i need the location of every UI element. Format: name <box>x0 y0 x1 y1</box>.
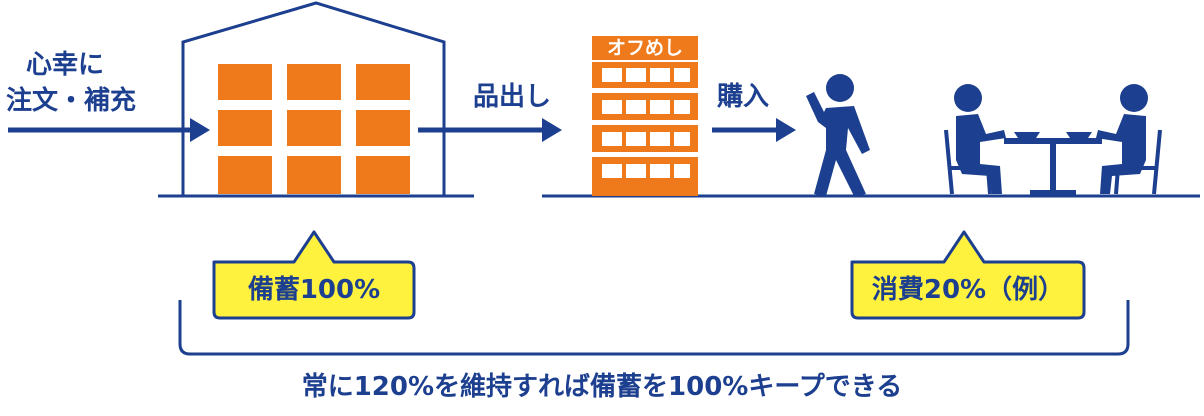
consume-callout-text: 消費20%（例） <box>871 275 1065 305</box>
pickout-label: 品出し <box>473 82 552 112</box>
order-arrow <box>8 118 210 142</box>
caption: 常に120%を維持すれば備蓄を100%キープできる <box>301 372 903 402</box>
stock-callout-text: 備蓄100% <box>247 275 381 305</box>
order-label-line1: 心幸に <box>26 50 105 80</box>
purchase-label: 購入 <box>717 82 770 112</box>
shelf-icon <box>592 36 698 196</box>
purchase-arrow <box>712 118 796 142</box>
consume-callout-box <box>850 230 1086 320</box>
warehouse-icon <box>181 1 446 196</box>
pickout-arrow <box>418 118 562 142</box>
shelf-sign: オフめし <box>606 37 683 59</box>
stock-callout-box <box>212 230 416 320</box>
range-bracket <box>178 300 1130 356</box>
dining-people-icon <box>944 84 1162 195</box>
walking-person-icon <box>806 74 870 196</box>
order-label-line2: 注文・補充 <box>6 86 137 116</box>
